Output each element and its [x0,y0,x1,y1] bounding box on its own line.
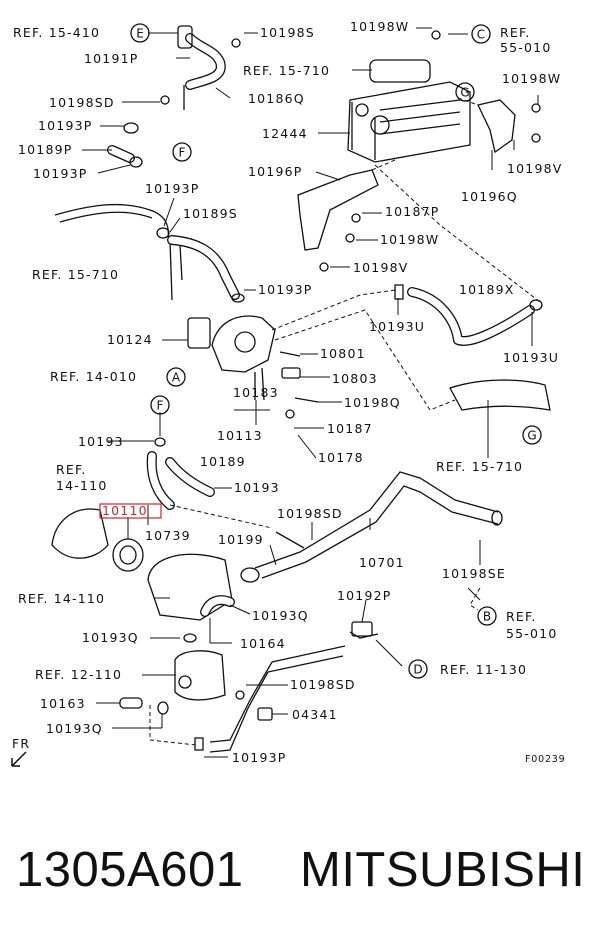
label-10183: 10183 [233,385,279,400]
dashed-reference-lines [149,97,541,746]
svg-text:D: D [413,663,422,677]
label-10198w-right: 10198W [502,71,561,86]
label-10198sd-low: 10198SD [290,677,356,692]
part-number-caption: 1305A601 [16,843,244,897]
label-10198v-mid: 10198V [353,260,409,275]
label-10193q-b: 10193Q [82,630,139,645]
label-ref-14-110-c: REF. 14-110 [18,591,105,606]
part-labels: REF. 15-410 10191P 10198S 10198W REF. 55… [12,19,566,765]
label-10193p-e: 10193P [232,750,287,765]
label-ref-14-010: REF. 14-010 [50,369,137,384]
label-10164: 10164 [240,636,286,651]
label-10163: 10163 [40,696,86,711]
leader-lines [82,27,539,758]
callout-D: D [408,659,428,679]
callout-F-top: F [172,142,192,162]
svg-text:E: E [136,27,144,41]
label-ref-55-010-a: REF. [500,25,531,40]
callout-F-mid: F [150,395,170,415]
label-10198sd-top: 10198SD [49,95,115,110]
brand-caption: MITSUBISHI [300,843,586,897]
label-10189p: 10189P [18,142,73,157]
label-10199: 10199 [218,532,264,547]
label-ref-14-110-b: 14-110 [56,478,107,493]
svg-text:C: C [477,28,485,42]
front-direction-arrow-icon [11,751,27,767]
label-ref-55-010-d: 55-010 [506,626,557,641]
label-10196q: 10196Q [461,189,518,204]
callout-circles: E C G F A F G B [130,23,542,679]
label-10198q: 10198Q [344,395,401,410]
cooling-hose-diagram: E C G F A F G B [11,19,566,767]
label-ref-15-710-left: REF. 15-710 [32,267,119,282]
label-10178: 10178 [318,450,364,465]
caption-bar: 1305A601 MITSUBISHI [0,830,600,910]
figure-code: F00239 [525,754,566,765]
label-10193q-a: 10193Q [252,608,309,623]
label-10198v-right: 10198V [507,161,563,176]
label-10193p-c: 10193P [145,181,200,196]
label-10189x: 10189X [459,282,515,297]
label-10198sd-mid: 10198SD [277,506,343,521]
label-ref-11-130: REF. 11-130 [440,662,527,677]
svg-text:B: B [483,610,491,624]
label-12444: 12444 [262,126,308,141]
label-10187p: 10187P [385,204,440,219]
label-10193u-a: 10193U [369,319,425,334]
parts-drawing [51,25,551,753]
label-10196p: 10196P [248,164,303,179]
callout-G-mid: G [522,425,542,445]
front-marker-label: FR [12,736,30,751]
label-ref-12-110: REF. 12-110 [35,667,122,682]
label-04341: 04341 [292,707,338,722]
label-10192p: 10192P [337,588,392,603]
label-10193-a: 10193 [78,434,124,449]
svg-text:G: G [460,86,469,100]
label-10193p-b: 10193P [33,166,88,181]
label-ref-55-010-c: REF. [506,609,537,624]
label-10189: 10189 [200,454,246,469]
label-10186q: 10186Q [248,91,305,106]
callout-B: B [477,606,497,626]
label-ref-15-710-top: REF. 15-710 [243,63,330,78]
label-10189s: 10189S [183,206,238,221]
svg-text:F: F [157,399,164,413]
label-10701: 10701 [359,555,405,570]
label-10198se: 10198SE [442,566,506,581]
label-10193q-c: 10193Q [46,721,103,736]
label-10191p: 10191P [84,51,139,66]
label-10113: 10113 [217,428,263,443]
label-ref-15-410: REF. 15-410 [13,25,100,40]
svg-text:A: A [172,371,181,385]
label-10124: 10124 [107,332,153,347]
label-10193p-a: 10193P [38,118,93,133]
label-10198w-top: 10198W [350,19,409,34]
callout-E: E [130,23,150,43]
svg-text:G: G [527,429,536,443]
highlight-box-10110 [99,503,162,519]
svg-text:F: F [179,146,186,160]
label-10198w-mid: 10198W [380,232,439,247]
label-10187: 10187 [327,421,373,436]
callout-C: C [471,24,491,44]
callout-A: A [166,367,186,387]
label-10193-b: 10193 [234,480,280,495]
label-ref-55-010-b: 55-010 [500,40,551,55]
label-10198s: 10198S [260,25,315,40]
label-ref-15-710-right: REF. 15-710 [436,459,523,474]
label-10803: 10803 [332,371,378,386]
label-10110-highlighted: 10110 [102,503,148,518]
label-10193p-d: 10193P [258,282,313,297]
label-10193u-b: 10193U [503,350,559,365]
label-10801: 10801 [320,346,366,361]
label-ref-14-110-a: REF. [56,462,87,477]
callout-G-top: G [455,82,475,102]
label-10739: 10739 [145,528,191,543]
